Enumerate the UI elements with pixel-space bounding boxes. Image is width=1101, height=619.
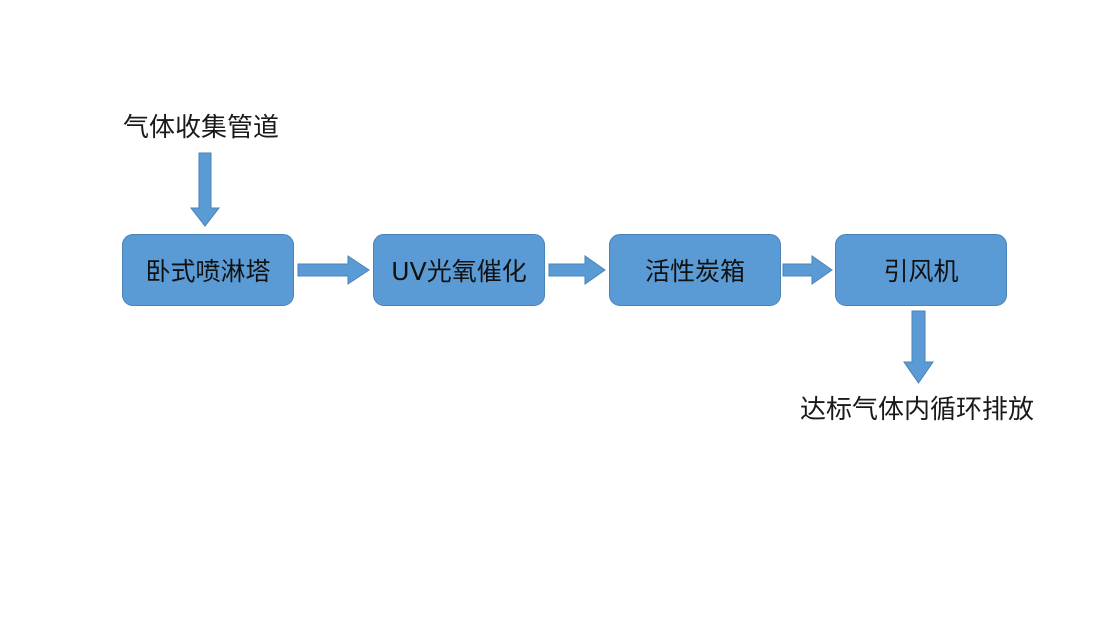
output-label: 达标气体内循环排放 (800, 395, 1035, 425)
input-label: 气体收集管道 (123, 113, 280, 143)
node-spray-tower: 卧式喷淋塔 (122, 234, 294, 306)
node-label: UV光氧催化 (391, 257, 527, 286)
node-induced-draft-fan: 引风机 (835, 234, 1007, 306)
arrow-right-2 (548, 255, 606, 285)
node-label: 引风机 (883, 257, 959, 286)
arrow-right-3 (782, 255, 833, 285)
arrow-down-input (189, 152, 221, 227)
arrow-right-1 (297, 255, 370, 285)
node-label: 活性炭箱 (644, 257, 745, 286)
node-label: 卧式喷淋塔 (145, 257, 271, 286)
node-activated-carbon-box: 活性炭箱 (609, 234, 781, 306)
arrow-down-output (903, 310, 934, 384)
node-uv-photo-oxidation: UV光氧催化 (373, 234, 545, 306)
